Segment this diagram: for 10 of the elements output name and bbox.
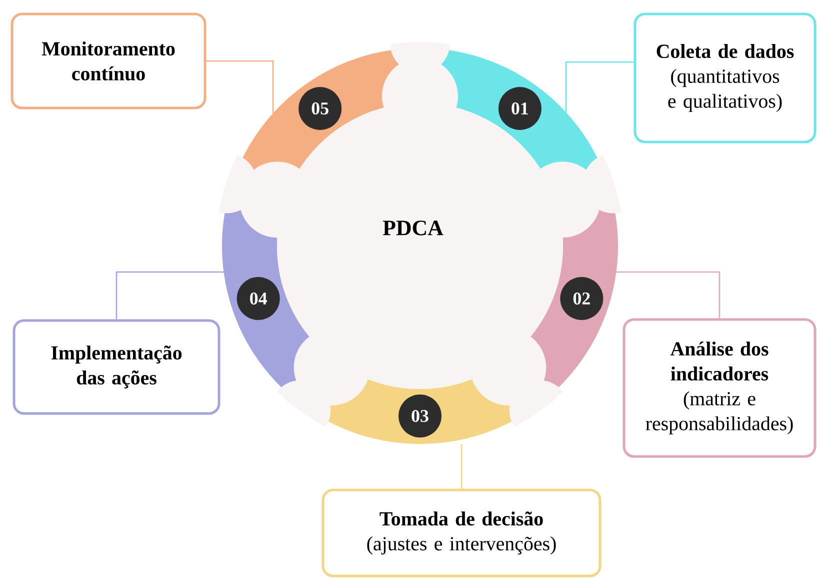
text-box: Monitoramento contínuo bbox=[10, 12, 206, 110]
text-box: Coleta de dados (quantitativos e qualitativos) bbox=[634, 12, 816, 144]
leader-line bbox=[116, 271, 224, 320]
leader-line bbox=[565, 61, 634, 112]
leader-line bbox=[616, 271, 720, 318]
text-box: Implementação das ações bbox=[12, 319, 220, 415]
leader-line bbox=[460, 444, 462, 489]
leader-line bbox=[206, 60, 274, 113]
text-box: Tomada de decisão (ajustes e intervenções) bbox=[322, 488, 602, 578]
text-box: Análise dos indicadores (matriz e responsabilidades) bbox=[622, 318, 816, 458]
